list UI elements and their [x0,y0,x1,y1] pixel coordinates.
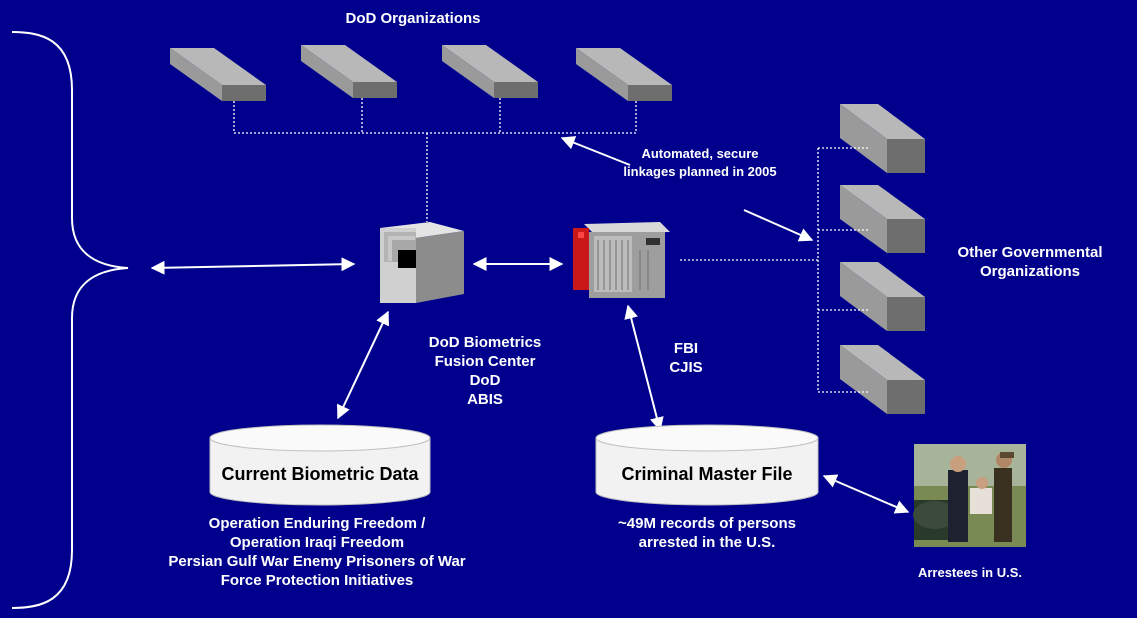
dod-org-box-1 [170,48,266,101]
dod-abis-line-3: DoD [469,372,501,389]
biometric-source-4: Force Protection Initiatives [220,572,414,589]
dod-abis-line-1: DoD Biometrics [428,334,542,351]
automated-linkages-label: Automated, secure linkages planned in 20… [590,145,810,181]
dod-org-box-2 [301,45,397,98]
other-governmental-label: Other Governmental Organizations [930,243,1130,281]
arrow-cjis-to-criminal-db [624,304,664,432]
biometric-source-2: Operation Iraqi Freedom [229,534,405,551]
other-gov-box-2 [840,185,925,253]
current-biometric-data-label: Current Biometric Data [221,464,419,484]
other-gov-dotted-links [680,147,868,393]
fbi-cjis-line-2: CJIS [669,359,703,376]
biometric-sources-label: Operation Enduring Freedom / Operation I… [152,514,482,590]
arrow-brace-to-abis [150,257,356,275]
dod-org-box-4 [576,48,672,101]
left-brace [11,31,129,609]
other-gov-box-1 [840,104,925,173]
fbi-cjis-label: FBI CJIS [646,339,726,377]
other-governmental-line-2: Organizations [979,263,1080,280]
automated-linkages-line-1: Automated, secure [641,146,759,161]
arrestees-label: Arrestees in U.S. [917,565,1023,580]
arrow-linkages-to-other-gov [743,209,814,242]
connector-arrows [150,136,910,514]
dod-abis-label: DoD Biometrics Fusion Center DoD ABIS [405,333,565,409]
arrow-linkages-to-dod [560,136,631,166]
biometric-source-1: Operation Enduring Freedom / [208,515,426,532]
cjis-mainframe-icon [573,222,670,298]
dod-abis-line-2: Fusion Center [434,353,536,370]
dod-abis-line-4: ABIS [467,391,503,408]
criminal-master-file-label: Criminal Master File [621,464,792,484]
cmf-description-label: ~49M records of persons arrested in the … [587,514,827,552]
current-biometric-data-cylinder: Current Biometric Data [209,424,431,506]
automated-linkages-line-2: linkages planned in 2005 [623,164,777,179]
biometric-source-3: Persian Gulf War Enemy Prisoners of War [168,553,466,570]
other-governmental-line-1: Other Governmental [957,244,1103,261]
fbi-cjis-line-1: FBI [673,340,699,357]
other-gov-box-3 [840,262,925,331]
dod-dotted-links [233,98,637,222]
abis-server-icon [380,222,464,303]
arrow-abis-to-biometric-db [337,310,389,420]
arrest-photo [913,444,1026,547]
cmf-description-line-1: ~49M records of persons [618,515,796,532]
other-gov-box-4 [840,345,925,414]
arrow-db-to-photo [822,474,910,514]
dod-organizations-label: DoD Organizations [345,10,481,27]
dod-org-box-3 [442,45,538,98]
cmf-description-line-2: arrested in the U.S. [638,534,776,551]
criminal-master-file-cylinder: Criminal Master File [595,424,819,506]
